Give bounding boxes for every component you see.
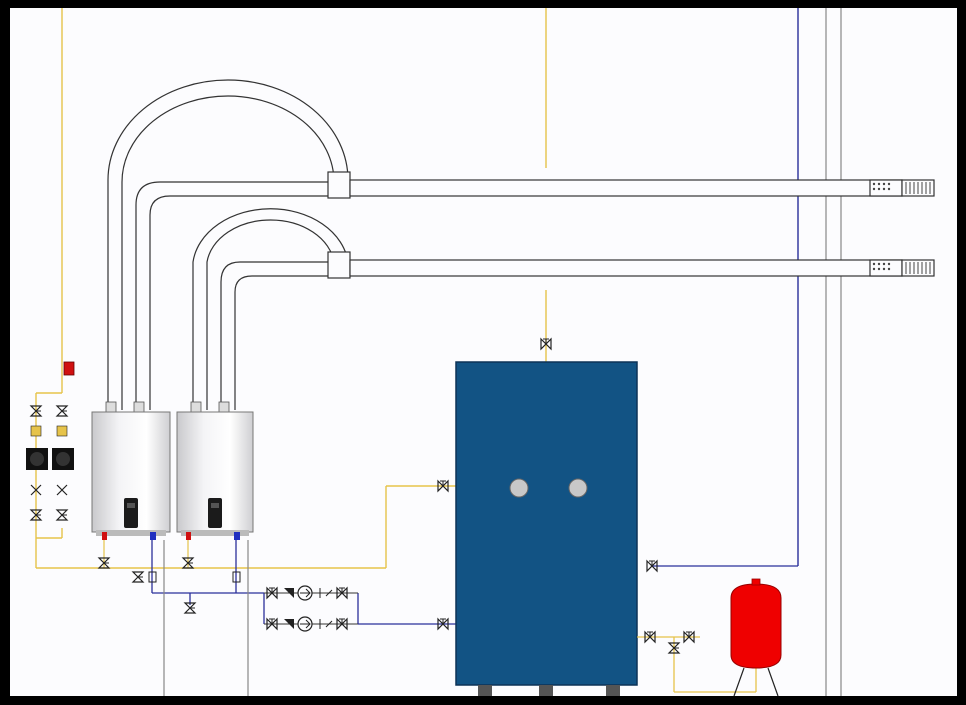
storage-tank	[455, 361, 638, 696]
heater-control-panel	[208, 498, 222, 528]
vent-termination-mesh	[872, 182, 931, 274]
temperature-gauge-icon	[568, 478, 588, 498]
vent-pipe-heater-1	[107, 79, 935, 410]
vent-termination-icon	[869, 259, 903, 277]
check-valve-icon	[56, 484, 68, 496]
expansion-tank	[730, 578, 782, 697]
vent-pipe-heater-2	[192, 208, 935, 410]
tankless-water-heater-2	[176, 401, 254, 540]
storage-tank-icon	[455, 361, 638, 686]
recirculation-loop-components	[266, 585, 348, 632]
vent-termination-icon	[869, 179, 903, 197]
right-vertical-pipes	[797, 8, 842, 696]
temperature-gauge-icon	[509, 478, 529, 498]
check-valve-icon	[284, 588, 294, 598]
expansion-tank-icon	[730, 583, 782, 669]
cold-water-piping	[151, 540, 798, 625]
tankless-water-heater-1	[91, 401, 171, 540]
check-valve-icon	[284, 619, 294, 629]
pump-stack-left	[26, 405, 74, 521]
relief-valve	[63, 361, 75, 376]
heater-control-panel	[124, 498, 138, 528]
check-valve-icon	[30, 484, 42, 496]
hot-water-drops	[163, 540, 249, 696]
